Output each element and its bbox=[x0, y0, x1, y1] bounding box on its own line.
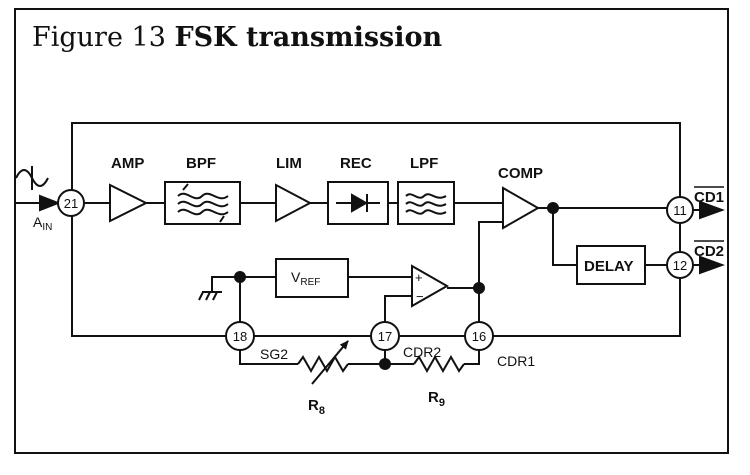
opamp-plus-sign: + bbox=[415, 270, 423, 285]
ain-label: AIN bbox=[33, 214, 52, 233]
comp-label: COMP bbox=[498, 165, 543, 182]
vref-sub: REF bbox=[300, 277, 320, 288]
bpf-filter-icon bbox=[177, 183, 229, 223]
r8-label: R8 bbox=[308, 397, 325, 417]
cd1-label: CD1 bbox=[694, 189, 724, 206]
wire-18-r8 bbox=[239, 350, 298, 365]
input-arrowhead bbox=[39, 194, 61, 212]
delay-label: DELAY bbox=[584, 258, 633, 275]
cd1-arrowhead bbox=[699, 200, 725, 220]
resistor-r9 bbox=[413, 354, 465, 374]
bpf-label: BPF bbox=[186, 155, 216, 172]
ground-wire bbox=[211, 276, 240, 292]
diode-icon bbox=[336, 193, 380, 213]
cdr2-label: CDR2 bbox=[403, 344, 441, 360]
pin-11-label: 11 bbox=[673, 203, 687, 218]
sg2-label: SG2 bbox=[260, 346, 288, 362]
r8-sub: 8 bbox=[319, 405, 325, 417]
figure-title: Figure 13 FSK transmission bbox=[32, 22, 442, 53]
cdr1-label: CDR1 bbox=[497, 353, 535, 369]
lim-symbol bbox=[275, 183, 313, 223]
vref-main: V bbox=[291, 269, 301, 285]
figure-frame bbox=[14, 8, 729, 454]
lpf-filter-icon bbox=[405, 193, 447, 215]
amp-symbol bbox=[109, 183, 149, 223]
cd2-arrowhead bbox=[699, 255, 725, 275]
r8-adjust-arrow bbox=[311, 340, 349, 385]
r8-main: R bbox=[308, 397, 319, 414]
chip-outline bbox=[71, 122, 681, 337]
r9-main: R bbox=[428, 389, 439, 406]
cd2-label: CD2 bbox=[694, 243, 724, 260]
figure-name: FSK transmission bbox=[174, 22, 443, 53]
wire-r9-16 bbox=[464, 350, 480, 365]
r9-sub: 9 bbox=[439, 397, 445, 409]
ain-main: A bbox=[33, 214, 43, 230]
amp-label: AMP bbox=[111, 155, 144, 172]
vref-label: VREF bbox=[291, 269, 320, 288]
pin-18-label: 18 bbox=[233, 329, 247, 344]
ain-sub: IN bbox=[42, 222, 52, 233]
comp-symbol bbox=[502, 186, 541, 230]
opamp-symbol bbox=[411, 264, 450, 308]
wire-comp-ref bbox=[478, 221, 503, 288]
pin-12-label: 12 bbox=[673, 258, 687, 273]
resistor-r8 bbox=[297, 354, 349, 374]
ground-icon bbox=[198, 291, 222, 301]
figure-number: Figure 13 bbox=[32, 22, 166, 53]
pin-21-label: 21 bbox=[64, 196, 78, 211]
lpf-label: LPF bbox=[410, 155, 438, 172]
lim-label: LIM bbox=[276, 155, 302, 172]
pin-17-label: 17 bbox=[378, 329, 392, 344]
pin-16-label: 16 bbox=[472, 329, 486, 344]
rec-label: REC bbox=[340, 155, 372, 172]
opamp-feedback-wire bbox=[384, 295, 412, 322]
wire-node-delay bbox=[552, 208, 577, 266]
r9-label: R9 bbox=[428, 389, 445, 409]
opamp-minus-sign: − bbox=[416, 289, 424, 304]
